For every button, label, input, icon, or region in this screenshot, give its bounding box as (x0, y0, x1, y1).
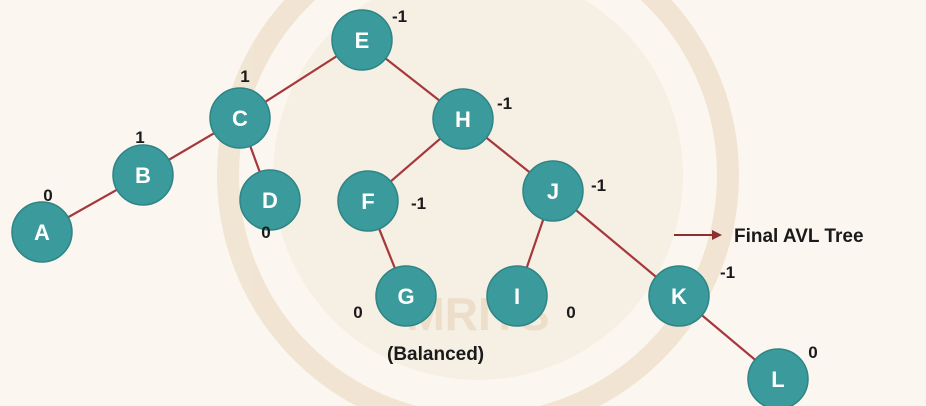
balance-factor-a: 0 (43, 186, 52, 205)
balance-factor-k: -1 (720, 263, 735, 282)
balance-factor-h: -1 (497, 94, 512, 113)
balance-factor-b: 1 (135, 128, 144, 147)
pointer-label: Final AVL Tree (734, 226, 864, 247)
node-label-b: B (135, 163, 151, 188)
tree-node-f: F -1 (337, 170, 426, 232)
tree-node-k: K -1 (648, 263, 735, 327)
node-circle-j (522, 160, 584, 222)
node-circle-g (375, 265, 437, 327)
balance-factor-l: 0 (808, 343, 817, 362)
balance-factor-j: -1 (591, 176, 606, 195)
node-label-h: H (455, 107, 471, 132)
pointer-arrow-head (712, 230, 722, 240)
tree-node-i: I0 (486, 265, 576, 327)
node-label-i: I (514, 284, 520, 309)
tree-node-g: G0 (353, 265, 437, 327)
tree-node-b: B1 (112, 128, 174, 206)
balance-factor-g: 0 (353, 303, 362, 322)
node-circle-l (747, 348, 809, 406)
node-label-a: A (34, 220, 50, 245)
balance-factor-i: 0 (566, 303, 575, 322)
final-tree-pointer: Final AVL Tree (674, 226, 864, 247)
node-circle-e (331, 9, 393, 71)
balanced-caption: (Balanced) (387, 344, 484, 365)
node-label-c: C (232, 106, 248, 131)
node-circle-b (112, 144, 174, 206)
balance-factor-d: 0 (261, 223, 270, 242)
tree-node-h: H -1 (432, 88, 512, 150)
tree-node-l: L0 (747, 343, 818, 406)
node-circle-c (209, 87, 271, 149)
node-circle-i (486, 265, 548, 327)
node-circle-k (648, 265, 710, 327)
node-label-f: F (361, 189, 374, 214)
node-circle-f (337, 170, 399, 232)
balance-factor-f: -1 (411, 194, 426, 213)
node-circle-h (432, 88, 494, 150)
node-label-j: J (547, 179, 559, 204)
balance-factor-c: 1 (240, 67, 249, 86)
tree-node-a: A0 (11, 186, 73, 263)
node-label-e: E (355, 28, 370, 53)
tree-node-d: D0 (239, 169, 301, 242)
balance-factor-e: -1 (392, 7, 407, 26)
node-circle-a (11, 201, 73, 263)
tree-node-e: E -1 (331, 7, 407, 71)
tree-node-j: J -1 (522, 160, 606, 222)
tree-node-c: C1 (209, 67, 271, 149)
node-label-k: K (671, 284, 687, 309)
node-circle-d (239, 169, 301, 231)
node-label-d: D (262, 188, 278, 213)
node-label-g: G (397, 284, 414, 309)
node-label-l: L (771, 367, 784, 392)
